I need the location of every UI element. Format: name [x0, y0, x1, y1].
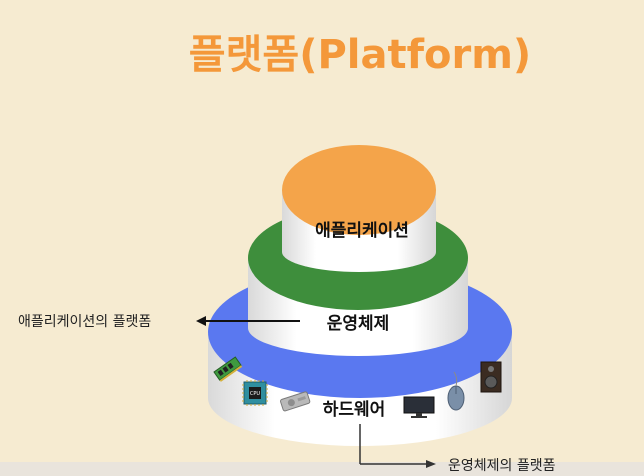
- page-title: 플랫폼(Platform): [188, 32, 532, 78]
- application-layer-cap: [282, 145, 436, 235]
- cpu-icon: CPU: [242, 380, 268, 406]
- app-platform-arrow: [196, 316, 300, 326]
- os-platform-annotation: 운영체제의 플랫폼: [448, 458, 556, 474]
- cpu-icon-text: CPU: [250, 391, 261, 397]
- speaker-icon: [480, 361, 502, 393]
- os-layer-label: 운영체제: [327, 314, 390, 334]
- os-platform-arrow: [359, 424, 436, 468]
- bottom-bar: [0, 462, 644, 476]
- hardware-layer-label: 하드웨어: [323, 400, 386, 420]
- memory-icon: [213, 356, 243, 382]
- application-layer: [282, 145, 436, 272]
- app-platform-annotation: 애플리케이션의 플랫폼: [18, 314, 151, 330]
- hard-drive-icon: [280, 391, 311, 412]
- monitor-icon: [403, 396, 435, 418]
- application-layer-label: 애플리케이션: [315, 221, 409, 241]
- mouse-icon: [447, 371, 465, 411]
